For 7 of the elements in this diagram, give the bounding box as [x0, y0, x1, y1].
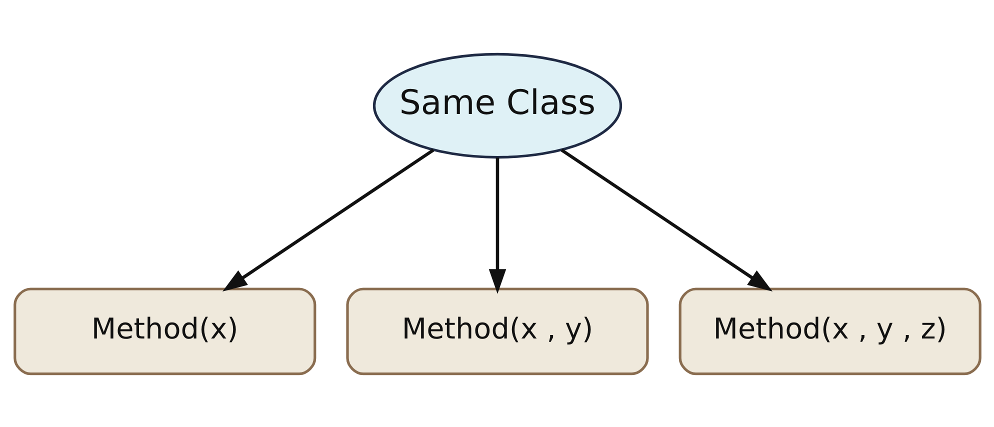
arrow	[222, 148, 434, 291]
arrow	[488, 157, 506, 294]
node-box: Method(x , y)	[346, 287, 648, 375]
node-box: Method(x , y , z)	[678, 287, 981, 375]
arrow	[560, 148, 772, 291]
node-box: Method(x)	[13, 287, 316, 375]
node-ellipse: Same Class	[372, 52, 622, 158]
